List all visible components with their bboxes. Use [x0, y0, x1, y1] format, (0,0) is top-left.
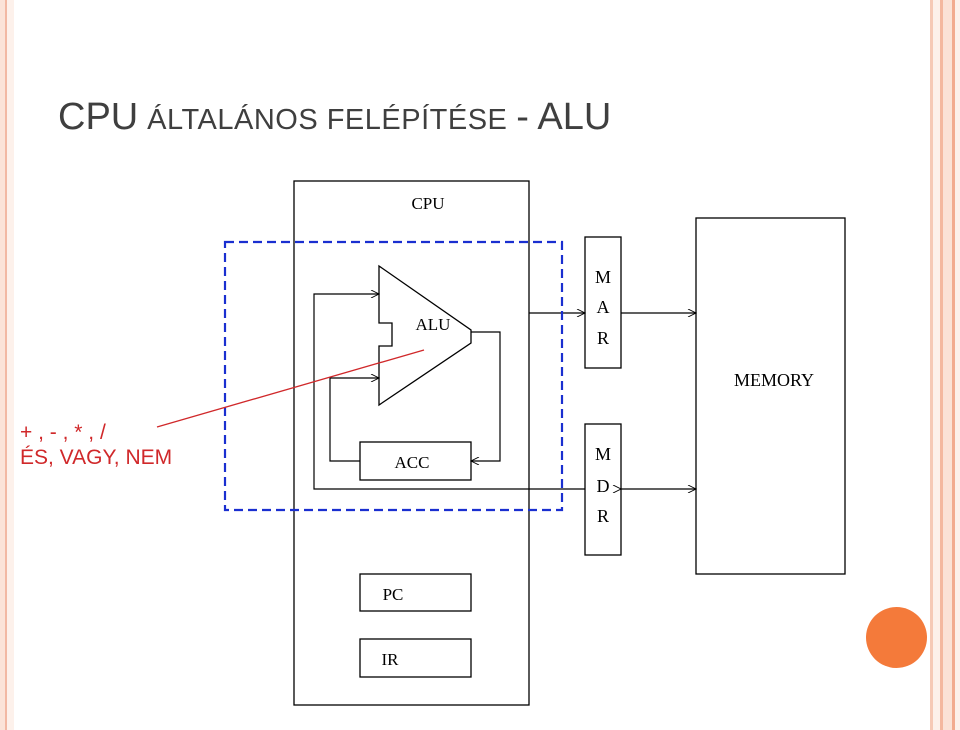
cpu-box: [293, 180, 530, 706]
ir-box: [359, 638, 472, 678]
acc-label: ACC: [395, 453, 430, 472]
pc-label: PC: [383, 585, 404, 604]
mar-letter: R: [597, 328, 609, 348]
alu-operations-annotation: + , - , * , / ÉS, VAGY, NEM: [20, 420, 172, 470]
orange-circle-decoration: [866, 607, 927, 668]
logic-operations-text: ÉS, VAGY, NEM: [20, 446, 173, 469]
ir-label: IR: [382, 650, 400, 669]
acc-to-alu-wire: [329, 378, 379, 462]
alu-label: ALU: [416, 315, 451, 334]
cpu-label: CPU: [411, 194, 444, 213]
mar-letter: A: [597, 297, 610, 317]
memory-box: [695, 217, 846, 575]
title-general-structure: ÁLTALÁNOS FELÉPÍTÉSE: [147, 104, 508, 136]
title-cpu: CPU: [58, 96, 139, 138]
alu-shape: [378, 264, 472, 407]
slide-title: CPU ÁLTALÁNOS FELÉPÍTÉSE - ALU: [58, 98, 611, 136]
arithmetic-operations-text: + , - , * , /: [20, 421, 106, 444]
right-decorative-stripes: [926, 0, 960, 730]
mdr-letter: R: [597, 506, 609, 526]
mdr-letter: M: [595, 444, 611, 464]
mar-letter: M: [595, 267, 611, 287]
mdr-to-alu-wire: [313, 294, 585, 490]
pc-box: [359, 573, 472, 612]
title-alu: - ALU: [516, 96, 612, 138]
mar-box: [584, 236, 622, 369]
memory-label: MEMORY: [734, 370, 814, 390]
alu-highlight-box: [223, 240, 564, 512]
left-decorative-stripe: [0, 0, 14, 730]
annotation-pointer-line: [156, 349, 425, 428]
alu-to-acc-wire: [471, 331, 501, 461]
mdr-letter: D: [597, 476, 610, 496]
